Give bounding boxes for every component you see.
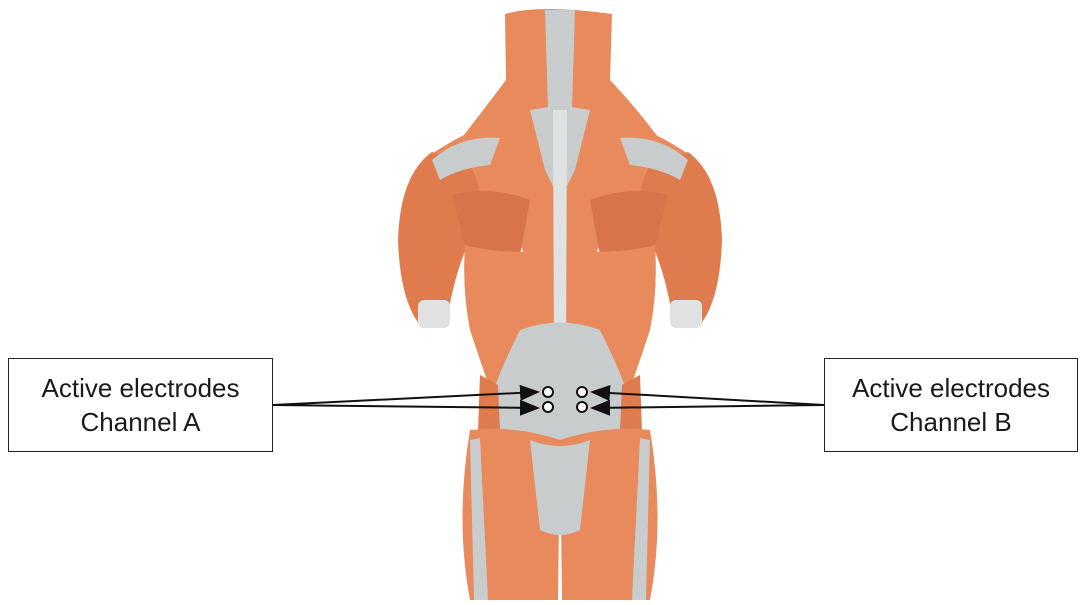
electrode-channel-b-lower — [577, 402, 587, 412]
electrode-channel-a-upper — [543, 387, 553, 397]
sacrum — [530, 440, 590, 535]
label-a-line2: Channel A — [81, 405, 201, 439]
left-arm-stub — [418, 300, 450, 328]
label-a-line1: Active electrodes — [42, 371, 240, 405]
label-box-channel-a: Active electrodes Channel A — [8, 358, 273, 452]
back-anatomy — [398, 9, 722, 600]
electrode-channel-b-upper — [577, 387, 587, 397]
right-arm-stub — [670, 300, 702, 328]
neck-tendon — [545, 10, 575, 110]
label-b-line1: Active electrodes — [852, 371, 1050, 405]
label-box-channel-b: Active electrodes Channel B — [824, 358, 1078, 452]
electrode-channel-a-lower — [543, 402, 553, 412]
label-b-line2: Channel B — [890, 405, 1011, 439]
